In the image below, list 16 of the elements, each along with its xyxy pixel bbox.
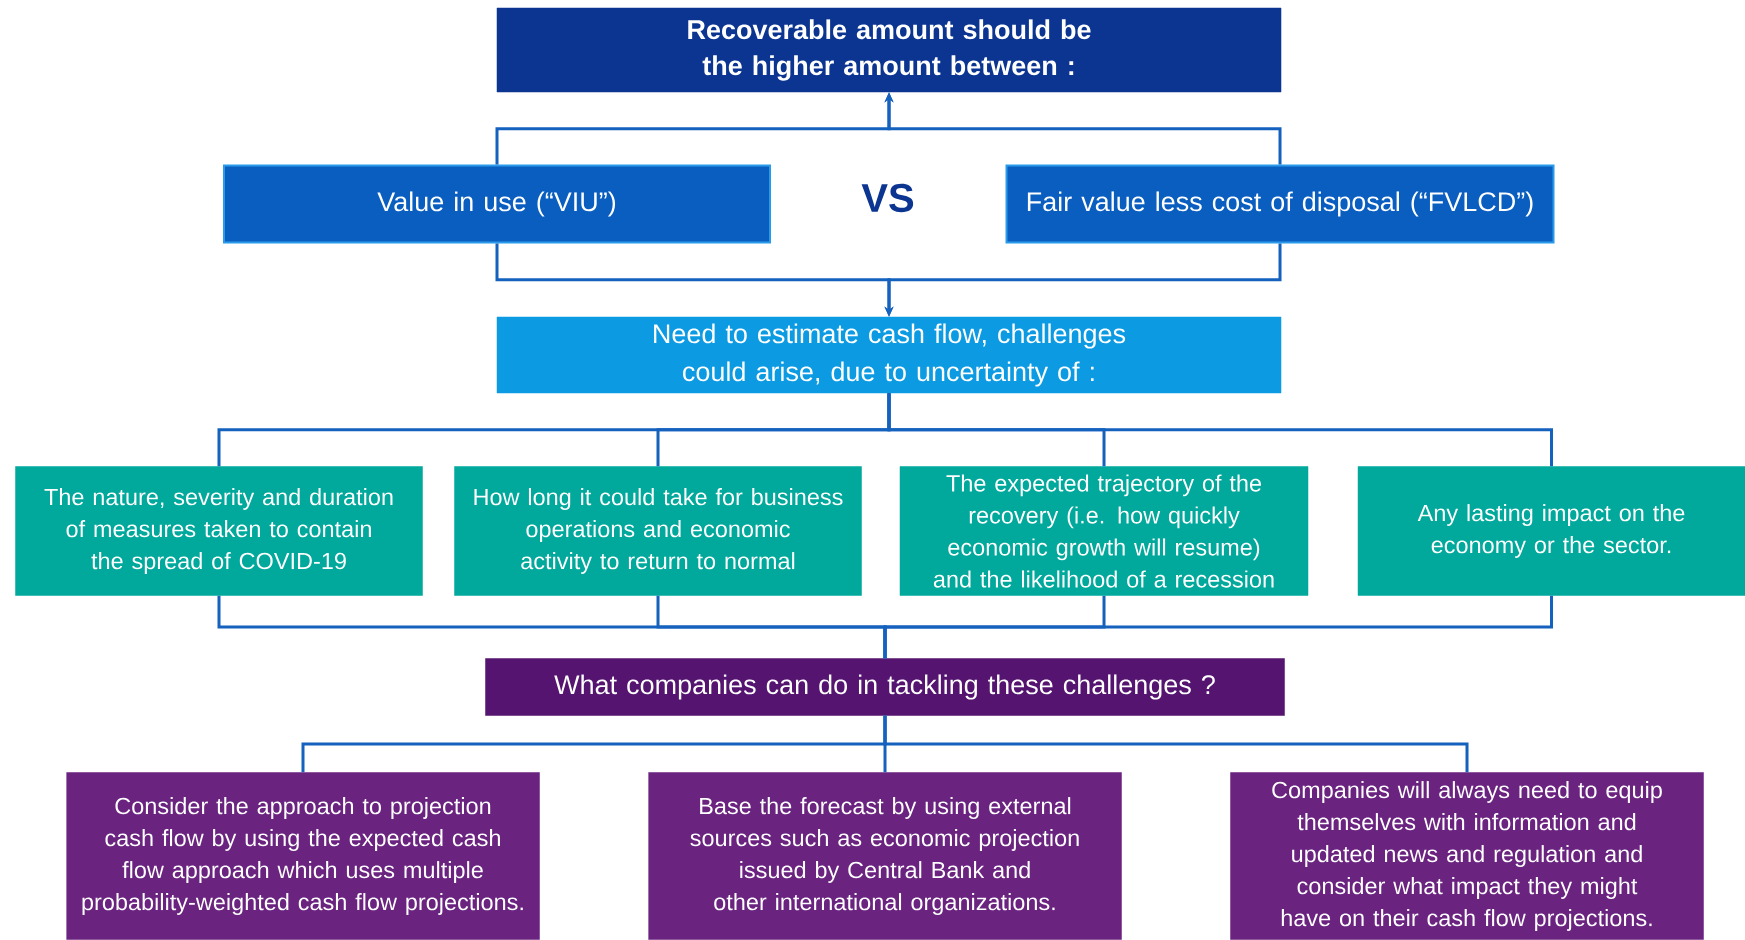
connector	[883, 715, 1469, 773]
process-box: Need to estimate cash flow, challenges could arise, due to uncertainty of :	[496, 316, 1282, 394]
process-box: Fair value less cost of disposal (“FVLCD”)	[1005, 164, 1555, 244]
process-box: Companies will always need to equip themselves with information and updated news and regulation and consider what impact they might have on their cash flow projections.	[1230, 772, 1704, 940]
vs-label: VS	[861, 183, 914, 213]
process-box: The expected trajectory of the recovery (i.e. how quickly economic growth will resume) and the likelihood of a recession	[899, 466, 1309, 596]
process-box: Any lasting impact on the economy or the sector.	[1357, 466, 1745, 596]
process-box: Consider the approach to projection cash flow by using the expected cash flow approach which uses multiple probability-weighted cash flow projections.	[66, 772, 540, 940]
process-box: Value in use (“VIU”)	[223, 164, 771, 244]
process-box: The nature, severity and duration of measures taken to contain the spread of COVID-19	[15, 466, 423, 596]
connector	[883, 595, 1553, 659]
process-box: What companies can do in tackling these challenges ?	[485, 658, 1285, 716]
process-box: Base the forecast by using external sources such as economic projection issued by Central Bank and other international organizations.	[648, 772, 1122, 940]
connector	[887, 393, 1553, 467]
process-box: Recoverable amount should be the higher amount between :	[496, 7, 1282, 93]
process-box: How long it could take for business operations and economic activity to return to normal	[454, 466, 862, 596]
